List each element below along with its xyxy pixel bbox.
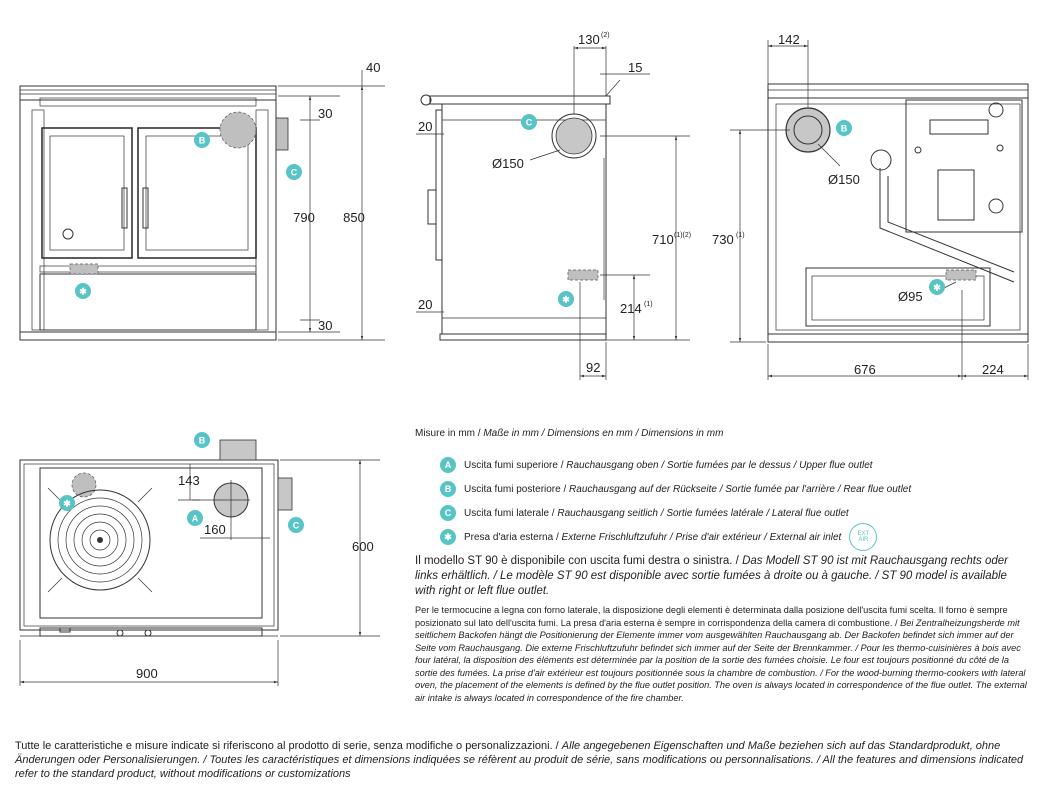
side-dim-20-top: 20 (418, 119, 432, 134)
units-note: Misure in mm / Maße in mm / Dimensions e… (415, 428, 723, 439)
footer-disclaimer: Tutte le caratteristiche e misure indica… (15, 739, 1035, 781)
units-note-italic: Maße in mm / Dimensions en mm / Dimensio… (483, 428, 724, 439)
svg-text:B: B (199, 436, 206, 446)
svg-text:C: C (526, 118, 533, 128)
marker-c-front: C (286, 164, 302, 180)
rear-dim-676: 676 (854, 362, 876, 377)
marker-c-side: C (521, 114, 537, 130)
legend-item-italic: Rauchausgang oben / Sortie fumées par le… (566, 459, 873, 471)
svg-text:B: B (199, 136, 206, 146)
marker-c-top: C (288, 517, 304, 533)
marker-air-side: ✱ (558, 291, 574, 307)
svg-text:✱: ✱ (79, 287, 87, 297)
side-dim-214: 214 (620, 301, 642, 316)
side-dim-710: 710 (652, 232, 674, 247)
marker-b-front: B (194, 132, 210, 148)
description-italic: Bei Zentralheizungsherde mit seitlichem … (415, 617, 1027, 703)
front-dim-790: 790 (293, 210, 315, 225)
description-regular: Per le termocucine a legna con forno lat… (415, 605, 1008, 628)
marker-b-rear: B (836, 120, 852, 136)
side-dim-710-note: (1)(2) (674, 232, 691, 239)
legend-item-italic: Externe Frischluftzufuhr / Prise d'air e… (561, 531, 842, 543)
svg-text:✱: ✱ (562, 295, 570, 305)
rear-dim-142: 142 (778, 32, 800, 47)
svg-text:C: C (291, 168, 298, 178)
rear-view: 142 730 (1) Ø150 Ø95 676 224 B ✱ (712, 32, 1029, 380)
svg-text:B: B (841, 124, 848, 134)
legend-item-regular: Uscita fumi laterale / (464, 507, 555, 519)
marker-b-top: B (194, 432, 210, 448)
rear-dim-150: Ø150 (828, 172, 860, 187)
model-note: Il modello ST 90 è disponibile con uscit… (415, 554, 1030, 599)
legend-item-italic: Rauchausgang auf der Rückseite / Sortie … (569, 483, 912, 495)
svg-text:A: A (192, 514, 199, 524)
side-dim-20-bottom: 20 (418, 297, 432, 312)
marker-air-rear: ✱ (929, 279, 945, 295)
description-paragraph: Per le termocucine a legna con forno lat… (415, 604, 1030, 704)
side-dim-150: Ø150 (492, 156, 524, 171)
side-dim-130-note: (2) (601, 32, 610, 39)
side-dim-15: 15 (628, 60, 642, 75)
svg-text:✱: ✱ (63, 499, 71, 509)
legend-item-a: A Uscita fumi superiore / Rauchausgang o… (440, 453, 960, 477)
rear-dim-730: 730 (712, 232, 734, 247)
legend-item-regular: Uscita fumi superiore / (464, 459, 564, 471)
marker-c-icon: C (440, 505, 456, 521)
rear-dim-224: 224 (982, 362, 1004, 377)
side-dim-92: 92 (586, 360, 600, 375)
top-dim-143: 143 (178, 473, 200, 488)
front-view: 40 30 790 850 30 B C ✱ (19, 60, 385, 341)
footer-italic: Alle angegebenen Eigenschaften und Maße … (15, 740, 1024, 780)
rear-dim-95: Ø95 (898, 289, 923, 304)
legend-item-air: ✱ Presa d'aria esterna / Externe Frischl… (440, 523, 960, 551)
svg-text:✱: ✱ (933, 283, 941, 293)
legend: A Uscita fumi superiore / Rauchausgang o… (440, 453, 960, 551)
asterisk-icon: ✱ (440, 529, 456, 545)
top-dim-900: 900 (136, 666, 158, 681)
legend-item-b: B Uscita fumi posteriore / Rauchausgang … (440, 477, 960, 501)
front-dim-30-top: 30 (318, 106, 332, 121)
front-dim-40: 40 (366, 60, 380, 75)
front-dim-30-bottom: 30 (318, 318, 332, 333)
rear-dim-730-note: (1) (736, 232, 745, 239)
units-note-regular: Misure in mm / (415, 428, 484, 439)
legend-item-regular: Presa d'aria esterna / (464, 531, 559, 543)
top-view: 143 160 600 900 B A C ✱ (19, 432, 380, 686)
side-dim-214-note: (1) (644, 301, 653, 308)
legend-item-c: C Uscita fumi laterale / Rauchausgang se… (440, 501, 960, 525)
footer-regular: Tutte le caratteristiche e misure indica… (15, 740, 562, 752)
model-note-regular: Il modello ST 90 è disponibile con uscit… (415, 555, 743, 567)
legend-item-regular: Uscita fumi posteriore / (464, 483, 567, 495)
marker-air-front: ✱ (75, 283, 91, 299)
front-dim-850: 850 (343, 210, 365, 225)
marker-a-icon: A (440, 457, 456, 473)
legend-item-italic: Rauchausgang seitlich / Sortie fumées la… (557, 507, 849, 519)
top-dim-600: 600 (352, 539, 374, 554)
marker-a-top: A (187, 510, 203, 526)
model-note-italic: Das Modell ST 90 ist mit Rauchausgang re… (415, 555, 1008, 597)
top-dim-160: 160 (204, 522, 226, 537)
marker-air-top: ✱ (59, 495, 75, 511)
svg-text:C: C (293, 521, 300, 531)
side-dim-130: 130 (578, 32, 600, 47)
side-view: 130 (2) 15 20 Ø150 710 (1)(2) 20 214 (1)… (416, 32, 691, 380)
marker-b-icon: B (440, 481, 456, 497)
